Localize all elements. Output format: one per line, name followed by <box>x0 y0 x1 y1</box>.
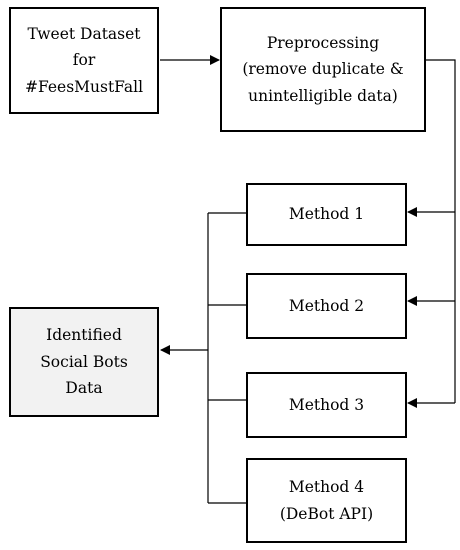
node-text: Method 3 <box>289 392 364 419</box>
edge-preprocessing-to-bus <box>426 59 456 403</box>
node-label-line: unintelligible data) <box>248 86 398 105</box>
node-label-line: Method 2 <box>288 296 365 315</box>
node-label-line: Preprocessing <box>266 33 380 52</box>
node-label-line: for <box>72 51 96 70</box>
node-label-line: Data <box>65 379 103 398</box>
node-label-line: Social Bots <box>40 352 128 371</box>
node-text: Method 2 <box>289 293 364 320</box>
node-text: Method 4 (DeBot API) <box>280 474 373 527</box>
node-method2: Method 2 <box>246 273 407 339</box>
node-text: Preprocessing (remove duplicate & unintell… <box>242 30 403 110</box>
node-label-line: Method 1 <box>288 205 365 224</box>
node-method4: Method 4 (DeBot API) <box>246 458 407 543</box>
node-label-line: Method 4 <box>288 477 365 496</box>
node-text: Method 1 <box>289 201 364 228</box>
node-label-line: (DeBot API) <box>279 504 374 523</box>
node-label-line: Method 3 <box>288 395 365 414</box>
node-label-line: #FeesMustFall <box>24 77 144 96</box>
node-dataset: Tweet Dataset for #FeesMustFall <box>9 7 159 114</box>
node-method1: Method 1 <box>246 183 407 246</box>
node-label-line: Tweet Dataset <box>27 24 141 43</box>
node-label-line: (remove duplicate & <box>242 60 404 79</box>
node-method3: Method 3 <box>246 372 407 438</box>
node-text: Tweet Dataset for #FeesMustFall <box>25 21 143 101</box>
node-label-line: Identified <box>46 326 122 345</box>
node-preprocessing: Preprocessing (remove duplicate & unintell… <box>220 7 426 132</box>
